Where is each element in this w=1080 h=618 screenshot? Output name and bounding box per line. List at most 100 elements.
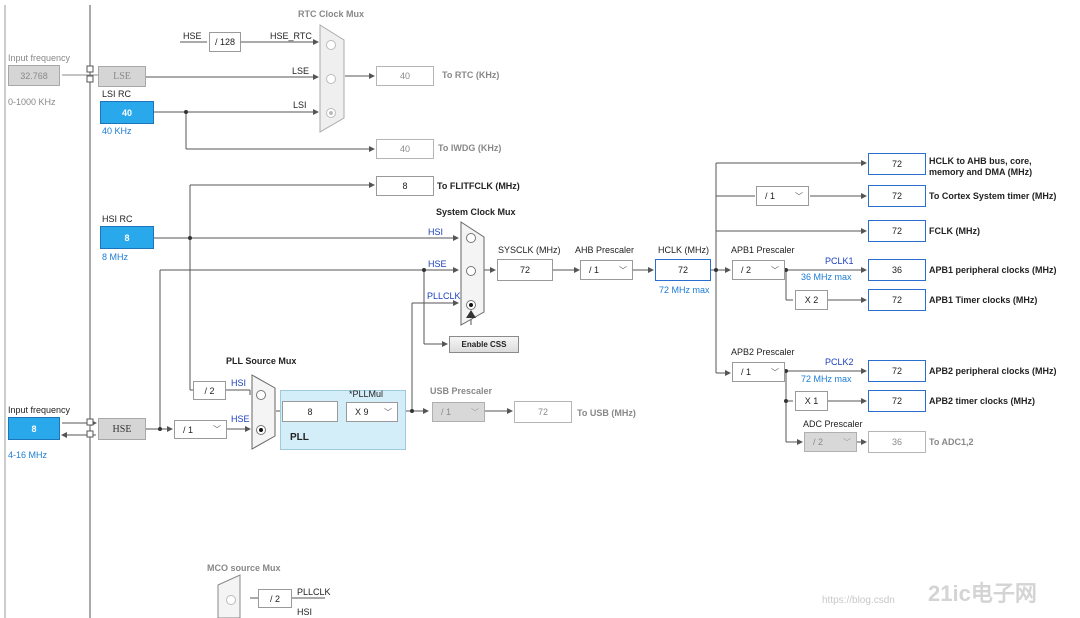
cortex-timer-text: To Cortex System timer (MHz) bbox=[929, 191, 1057, 201]
junction-dot bbox=[784, 369, 788, 373]
hclk-ahb-text-2: memory and DMA (MHz) bbox=[929, 167, 1033, 177]
apb2-peripheral-value[interactable]: 72 bbox=[868, 360, 926, 382]
sysmux-radio-pllclk[interactable] bbox=[466, 300, 476, 310]
lsi-rc-sub: 40 KHz bbox=[102, 126, 132, 136]
ahb-prescaler-select[interactable]: / 1 ﹀ bbox=[580, 260, 633, 280]
apb2-prescaler-label: APB2 Prescaler bbox=[731, 347, 795, 357]
watermark-logo: 21ic电子网 bbox=[928, 581, 1037, 606]
chevron-down-icon: ﹀ bbox=[213, 425, 221, 434]
apb1-prescaler-value: / 2 bbox=[741, 265, 752, 275]
mco-hsi-label: HSI bbox=[297, 607, 313, 617]
lse-source-box[interactable]: LSE bbox=[98, 66, 146, 87]
sysmux-hsi-label: HSI bbox=[428, 227, 444, 237]
pllsrc-radio-hsi[interactable] bbox=[256, 390, 266, 400]
usb-prescaler-select[interactable]: / 1﹀ bbox=[432, 402, 485, 422]
hse-input-label: Input frequency bbox=[8, 405, 71, 415]
hclk-ahb-value[interactable]: 72 bbox=[868, 153, 926, 175]
hse-source-box[interactable]: HSE bbox=[98, 418, 146, 440]
apb1-prescaler-select[interactable]: / 2 ﹀ bbox=[732, 260, 785, 280]
junction-dot bbox=[714, 268, 718, 272]
rail-connector bbox=[86, 418, 94, 426]
enable-css-button[interactable]: Enable CSS bbox=[449, 336, 519, 353]
pclk1-label: PCLK1 bbox=[825, 256, 854, 266]
rtc-hse-div128: / 128 bbox=[209, 32, 241, 52]
mco-radio-pllclk[interactable] bbox=[226, 595, 236, 605]
chevron-down-icon: ﹀ bbox=[384, 407, 392, 417]
chevron-down-icon: ﹀ bbox=[771, 265, 779, 275]
apb2-peripheral-text: APB2 peripheral clocks (MHz) bbox=[929, 366, 1057, 376]
apb1-peripheral-value[interactable]: 36 bbox=[868, 259, 926, 281]
hclk-label: HCLK (MHz) bbox=[658, 245, 709, 255]
junction-dot bbox=[784, 268, 788, 272]
hsi-rc-sub: 8 MHz bbox=[102, 252, 129, 262]
rtc-mux-radio-hse[interactable] bbox=[326, 40, 336, 50]
rtc-hse-rtc-label: HSE_RTC bbox=[270, 31, 312, 41]
usb-output-text: To USB (MHz) bbox=[577, 408, 636, 418]
chevron-down-icon: ﹀ bbox=[619, 265, 627, 275]
pll-mul-label: *PLLMul bbox=[349, 389, 384, 399]
rtc-hse-label: HSE bbox=[183, 31, 202, 41]
junction-dot bbox=[422, 268, 426, 272]
pll-name: PLL bbox=[290, 432, 309, 443]
apb1-timer-value[interactable]: 72 bbox=[868, 289, 926, 311]
hsi-rc-value[interactable]: 8 bbox=[100, 226, 154, 249]
pllsrc-radio-hse[interactable] bbox=[256, 425, 266, 435]
rtc-mux-radio-lse[interactable] bbox=[326, 74, 336, 84]
lsi-rc-label: LSI RC bbox=[102, 89, 132, 99]
apb2-timer-multiplier: X 1 bbox=[795, 391, 828, 411]
lse-input-frequency[interactable]: 32.768 bbox=[8, 65, 60, 86]
css-arrow bbox=[466, 310, 476, 318]
rtc-mux-title: RTC Clock Mux bbox=[298, 9, 365, 19]
adc-output-value: 36 bbox=[868, 431, 926, 453]
adc-output-text: To ADC1,2 bbox=[929, 437, 974, 447]
pll-multiplier-select[interactable]: X 9﹀ bbox=[346, 402, 398, 422]
hclk-value[interactable]: 72 bbox=[655, 259, 711, 281]
ahb-prescaler-label: AHB Prescaler bbox=[575, 245, 635, 255]
iwdg-output-text: To IWDG (KHz) bbox=[438, 143, 502, 153]
rtc-output-value: 40 bbox=[376, 66, 434, 86]
ahb-prescaler-value: / 1 bbox=[589, 265, 600, 275]
pllsrc-hse-label: HSE bbox=[231, 414, 250, 424]
pll-hsi-div2: / 2 bbox=[193, 381, 226, 400]
apb1-prescaler-label: APB1 Prescaler bbox=[731, 245, 795, 255]
sysmux-pllclk-label: PLLCLK bbox=[427, 291, 461, 301]
usb-output-value: 72 bbox=[514, 401, 572, 423]
junction-dot bbox=[188, 236, 192, 240]
cortex-timer-value[interactable]: 72 bbox=[868, 185, 926, 207]
sysmux-radio-hsi[interactable] bbox=[466, 233, 476, 243]
pll-source-mux-shape bbox=[251, 374, 276, 450]
system-clock-mux-title: System Clock Mux bbox=[436, 207, 516, 217]
lsi-rc-value[interactable]: 40 bbox=[100, 101, 154, 124]
chevron-down-icon: ﹀ bbox=[795, 191, 803, 201]
sysmux-radio-hse[interactable] bbox=[466, 266, 476, 276]
mco-div2: / 2 bbox=[258, 589, 292, 608]
hse-predivider-select[interactable]: / 1 ﹀ bbox=[174, 420, 227, 439]
rail-connector bbox=[86, 430, 94, 438]
pll-source-mux-title: PLL Source Mux bbox=[226, 356, 297, 366]
pll-input-value: 8 bbox=[282, 401, 338, 422]
pclk1-max: 36 MHz max bbox=[801, 272, 852, 282]
fclk-value[interactable]: 72 bbox=[868, 220, 926, 242]
apb1-timer-text: APB1 Timer clocks (MHz) bbox=[929, 295, 1038, 305]
junction-dot bbox=[784, 399, 788, 403]
hse-predivider-value: / 1 bbox=[183, 424, 194, 435]
rtc-output-text: To RTC (KHz) bbox=[442, 70, 500, 80]
pllsrc-hsi-label: HSI bbox=[231, 378, 247, 388]
rtc-mux-radio-lsi[interactable] bbox=[326, 108, 336, 118]
adc-prescaler-select[interactable]: / 2﹀ bbox=[804, 432, 857, 452]
iwdg-output-value: 40 bbox=[376, 139, 434, 159]
apb2-prescaler-select[interactable]: / 1﹀ bbox=[732, 362, 785, 382]
apb2-timer-text: APB2 timer clocks (MHz) bbox=[929, 396, 1036, 406]
chevron-down-icon: ﹀ bbox=[843, 437, 851, 447]
pclk2-max: 72 MHz max bbox=[801, 374, 852, 384]
hse-input-frequency[interactable]: 8 bbox=[8, 417, 60, 440]
hse-input-range: 4-16 MHz bbox=[8, 450, 48, 460]
apb2-timer-value[interactable]: 72 bbox=[868, 390, 926, 412]
adc-prescaler-label: ADC Prescaler bbox=[803, 419, 863, 429]
cortex-prescaler-select[interactable]: / 1﹀ bbox=[756, 186, 809, 206]
pclk2-label: PCLK2 bbox=[825, 357, 854, 367]
hclk-ahb-text-1: HCLK to AHB bus, core, bbox=[929, 156, 1032, 166]
mco-source-mux-title: MCO source Mux bbox=[207, 563, 281, 573]
